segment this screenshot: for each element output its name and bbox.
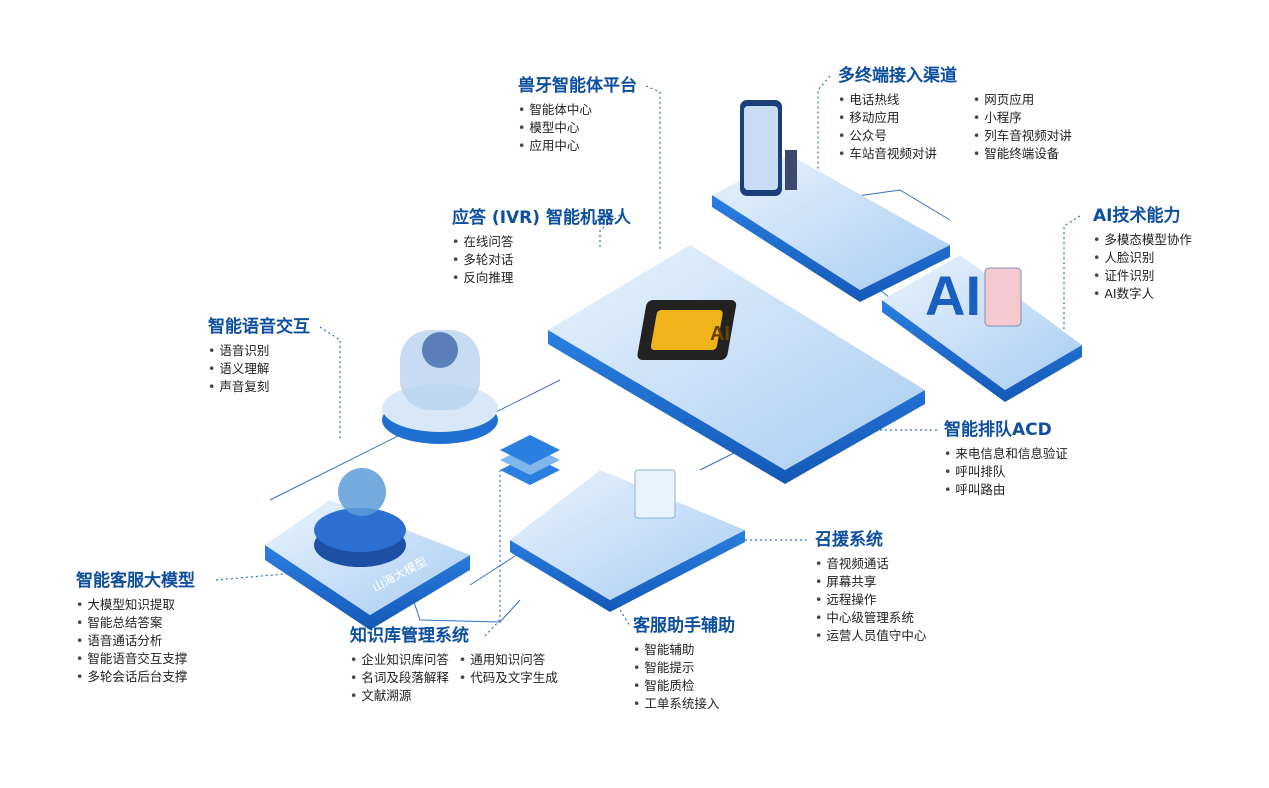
list-item: 列车音视频对讲 — [973, 127, 1072, 145]
list-item: 智能提示 — [633, 659, 735, 677]
list-item: 模型中心 — [518, 119, 637, 137]
ai-chip-label: AI — [710, 323, 730, 345]
assistant-title: 客服助手辅助 — [633, 616, 735, 636]
agent-platform-title: 兽牙智能体平台 — [518, 76, 637, 96]
list-item: 多轮会话后台支撑 — [76, 668, 195, 686]
list-item: 智能质检 — [633, 677, 735, 695]
rescue-title: 召援系统 — [815, 530, 883, 550]
ivr-robot-block: 应答 (IVR) 智能机器人 在线问答 多轮对话 反向推理 — [452, 207, 631, 287]
list-item: 呼叫路由 — [944, 481, 1068, 499]
list-item: 反向推理 — [452, 269, 631, 287]
central-platform: AI — [548, 245, 925, 484]
list-item: 工单系统接入 — [633, 695, 735, 713]
list-item: 电话热线 — [838, 91, 937, 109]
list-item: 代码及文字生成 — [459, 669, 558, 687]
list-item: 人脸识别 — [1093, 249, 1192, 267]
list-item: 呼叫排队 — [944, 463, 1068, 481]
list-item: 中心级管理系统 — [815, 609, 926, 627]
list-item: 来电信息和信息验证 — [944, 445, 1068, 463]
multi-channel-title: 多终端接入渠道 — [838, 66, 957, 86]
list-item: 公众号 — [838, 127, 937, 145]
rescue-block: 召援系统 音视频通话 屏幕共享 远程操作 中心级管理系统 运营人员值守中心 — [815, 529, 926, 645]
ai-sign: AI — [925, 264, 981, 327]
list-item: 网页应用 — [973, 91, 1072, 109]
list-item: 音视频通话 — [815, 555, 926, 573]
server-stack — [500, 435, 560, 485]
agent-platform-block: 兽牙智能体平台 智能体中心 模型中心 应用中心 — [518, 75, 637, 155]
voice-interaction-title: 智能语音交互 — [208, 317, 310, 337]
llm-block: 智能客服大模型 大模型知识提取 智能总结答案 语音通话分析 智能语音交互支撑 多… — [76, 570, 195, 686]
acd-block: 智能排队ACD 来电信息和信息验证 呼叫排队 呼叫路由 — [944, 419, 1068, 499]
list-item: 语义理解 — [208, 360, 310, 378]
knowledge-title: 知识库管理系统 — [350, 626, 469, 646]
list-item: 在线问答 — [452, 233, 631, 251]
acd-title: 智能排队ACD — [944, 420, 1052, 440]
assistant-platform — [510, 469, 745, 612]
robot-cylinder — [382, 330, 498, 444]
list-item: 声音复刻 — [208, 378, 310, 396]
list-item: 名词及段落解释 — [350, 669, 449, 687]
ai-tech-title: AI技术能力 — [1093, 206, 1181, 226]
ivr-robot-title: 应答 (IVR) 智能机器人 — [452, 208, 631, 228]
llm-base-platform: 山海大模型 — [265, 468, 470, 630]
list-item: 车站音视频对讲 — [838, 145, 937, 163]
assistant-block: 客服助手辅助 智能辅助 智能提示 智能质检 工单系统接入 — [633, 615, 735, 713]
list-item: 语音通话分析 — [76, 632, 195, 650]
list-item: 证件识别 — [1093, 267, 1192, 285]
list-item: 移动应用 — [838, 109, 937, 127]
list-item: 多模态模型协作 — [1093, 231, 1192, 249]
list-item: 语音识别 — [208, 342, 310, 360]
list-item: 智能辅助 — [633, 641, 735, 659]
list-item: 智能体中心 — [518, 101, 637, 119]
list-item: 屏幕共享 — [815, 573, 926, 591]
list-item: 应用中心 — [518, 137, 637, 155]
multi-channel-block: 多终端接入渠道 电话热线 移动应用 公众号 车站音视频对讲 网页应用 小程序 列… — [838, 65, 1072, 163]
list-item: 运营人员值守中心 — [815, 627, 926, 645]
list-item: 智能总结答案 — [76, 614, 195, 632]
ai-tech-block: AI技术能力 多模态模型协作 人脸识别 证件识别 AI数字人 — [1093, 205, 1192, 303]
list-item: 小程序 — [973, 109, 1072, 127]
ai-tech-platform: AI — [882, 255, 1082, 402]
list-item: 通用知识问答 — [459, 651, 558, 669]
list-item: 智能终端设备 — [973, 145, 1072, 163]
list-item: 智能语音交互支撑 — [76, 650, 195, 668]
multi-channel-platform — [712, 100, 950, 302]
knowledge-block: 知识库管理系统 企业知识库问答 名词及段落解释 文献溯源 通用知识问答 代码及文… — [350, 625, 558, 705]
voice-interaction-block: 智能语音交互 语音识别 语义理解 声音复刻 — [208, 316, 310, 396]
list-item: AI数字人 — [1093, 285, 1192, 303]
list-item: 大模型知识提取 — [76, 596, 195, 614]
list-item: 多轮对话 — [452, 251, 631, 269]
list-item: 企业知识库问答 — [350, 651, 449, 669]
llm-title: 智能客服大模型 — [76, 571, 195, 591]
list-item: 远程操作 — [815, 591, 926, 609]
list-item: 文献溯源 — [350, 687, 449, 705]
